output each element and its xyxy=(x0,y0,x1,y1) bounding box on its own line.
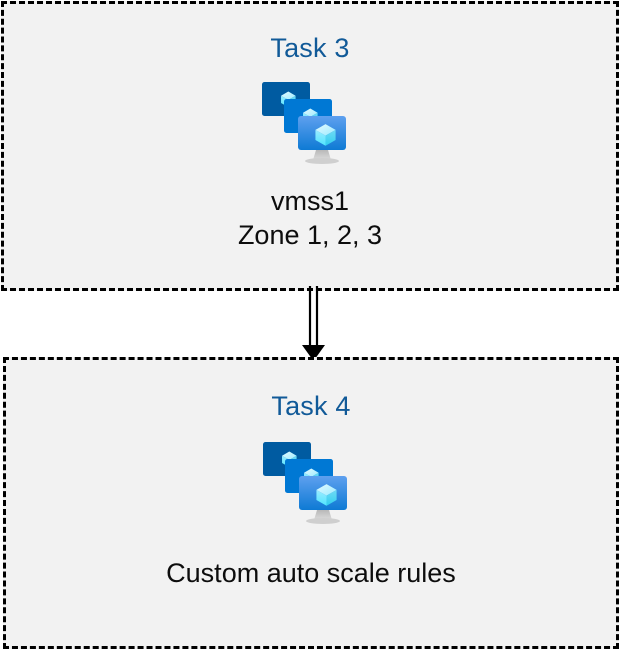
task-box-task4: Task 4 xyxy=(3,357,619,649)
task4-icon-wrap xyxy=(255,434,367,530)
task3-icon-wrap xyxy=(254,74,366,170)
task-box-task3: Task 3 xyxy=(1,1,619,291)
task3-labels: vmss1 Zone 1, 2, 3 xyxy=(238,184,382,252)
vm-scale-set-icon xyxy=(262,82,346,164)
task3-label-name: vmss1 xyxy=(270,186,349,216)
task3-title: Task 3 xyxy=(270,33,350,63)
task3-label-zones: Zone 1, 2, 3 xyxy=(237,220,383,250)
task4-label-rules: Custom auto scale rules xyxy=(166,558,456,588)
task4-title: Task 4 xyxy=(271,391,351,421)
connector-arrow-task3-to-task4 xyxy=(302,286,325,361)
vm-scale-set-icon xyxy=(263,442,347,524)
task4-labels: Custom auto scale rules xyxy=(166,556,456,590)
